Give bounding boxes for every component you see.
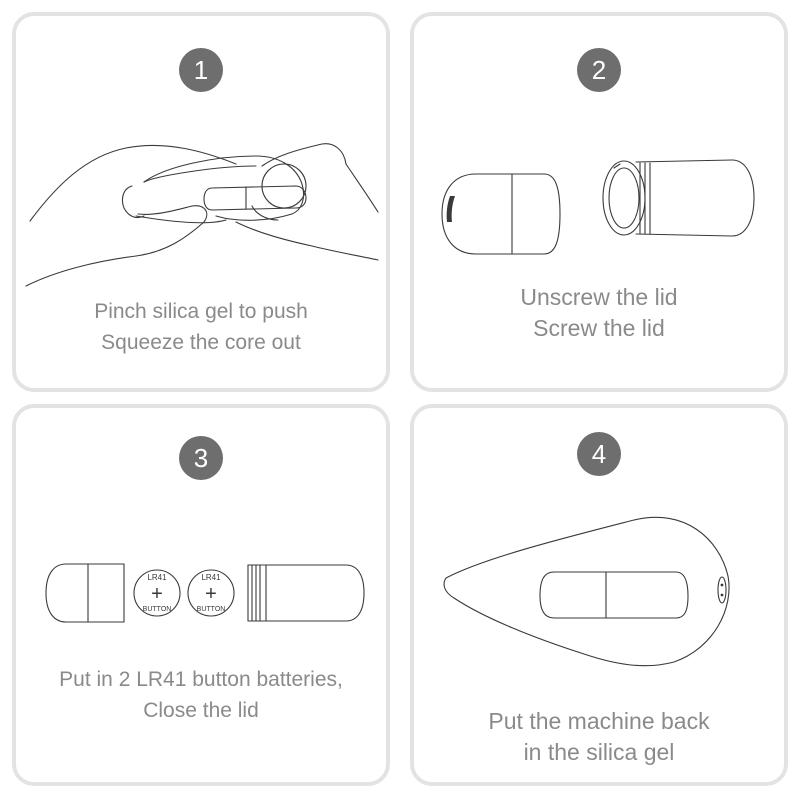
step-4-number-badge: 4 <box>577 432 621 476</box>
step-3-panel: 3 LR41 + BUTTON LR41 + BUTTON <box>12 404 390 786</box>
batteries-illustration: LR41 + BUTTON LR41 + BUTTON <box>45 563 365 623</box>
step-4-panel: 4 Put the machine back in the silica gel <box>410 404 788 786</box>
lid-illustration <box>441 173 561 255</box>
battery-1-model-text: LR41 <box>147 573 167 582</box>
step-1-caption-line-2: Squeeze the core out <box>101 331 301 354</box>
step-4-caption-line-1: Put the machine back <box>488 708 710 734</box>
step-2-caption-line-1: Unscrew the lid <box>520 284 678 310</box>
body-with-thread-illustration <box>602 159 755 237</box>
lid-and-body-illustration <box>441 159 755 255</box>
machine-in-gel-illustration <box>443 516 730 667</box>
step-3-caption-line-2: Close the lid <box>143 699 259 722</box>
step-2-caption-line-2: Screw the lid <box>533 315 665 341</box>
step-3-number-badge: 3 <box>179 436 223 480</box>
step-1-caption: Pinch silica gel to push Squeeze the cor… <box>16 296 386 358</box>
step-3-caption: Put in 2 LR41 button batteries, Close th… <box>16 664 386 726</box>
step-1-number-badge: 1 <box>179 48 223 92</box>
step-4-caption-line-2: in the silica gel <box>523 739 675 765</box>
step-4-caption: Put the machine back in the silica gel <box>414 706 784 768</box>
battery-2-model-text: LR41 <box>201 573 221 582</box>
hands-squeezing-gel-illustration <box>25 143 379 287</box>
battery-1-illustration: LR41 + BUTTON <box>133 569 181 617</box>
battery-2-type-text: BUTTON <box>197 606 226 613</box>
step-3-caption-line-1: Put in 2 LR41 button batteries, <box>59 668 343 691</box>
battery-2-illustration: LR41 + BUTTON <box>187 569 235 617</box>
step-1-caption-line-1: Pinch silica gel to push <box>94 300 308 323</box>
step-2-number-badge: 2 <box>577 48 621 92</box>
step-2-caption: Unscrew the lid Screw the lid <box>414 282 784 344</box>
lid-illustration <box>45 563 125 623</box>
step-2-panel: 2 Unscrew the lid Screw the lid <box>410 12 788 392</box>
battery-2-polarity-text: + <box>205 583 217 605</box>
body-with-thread-illustration <box>247 564 365 622</box>
battery-1-type-text: BUTTON <box>143 606 172 613</box>
step-1-panel: 1 Pinch silica gel to push Squeeze the c… <box>12 12 390 392</box>
battery-1-polarity-text: + <box>151 583 163 605</box>
